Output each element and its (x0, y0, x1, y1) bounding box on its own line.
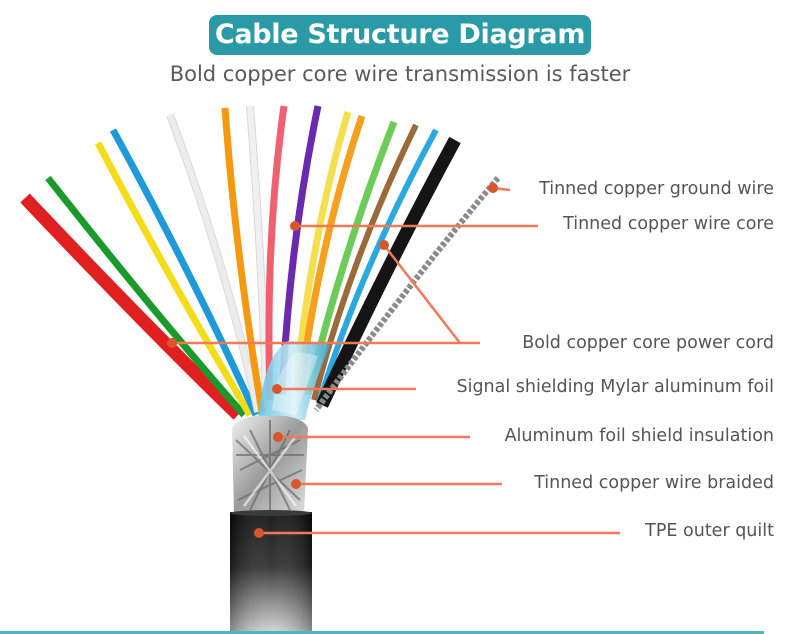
mylar-foil-shield (258, 340, 330, 420)
wire-white-2-highlight (247, 105, 269, 401)
wire-green (45, 175, 247, 418)
leader-dot-braided (291, 479, 301, 489)
braided-shield (232, 415, 308, 515)
leader-dot-power-cord-a (167, 338, 177, 348)
wire-orange (221, 107, 266, 413)
label-wire-core: Tinned copper wire core (563, 214, 774, 234)
leader-dot-mylar-foil (272, 384, 282, 394)
leader-dot-power-cord-b (379, 240, 389, 250)
wire-light-blue (317, 128, 439, 401)
leader-dot-outer-quilt (254, 528, 264, 538)
label-mylar-foil: Signal shielding Mylar aluminum foil (456, 377, 774, 397)
label-ground-wire: Tinned copper ground wire (539, 179, 774, 199)
wire-white-highlight (167, 113, 261, 413)
wire-yellow (94, 141, 254, 417)
wire-black (316, 136, 461, 408)
leader-dot-ground-wire (488, 183, 498, 193)
label-power-cord: Bold copper core power cord (522, 333, 774, 353)
label-outer-quilt: TPE outer quilt (645, 521, 774, 541)
leader-lines (167, 183, 620, 538)
leader-dot-foil-insulation (273, 432, 283, 442)
wire-blue (109, 128, 260, 417)
bottom-accent-bar (0, 631, 764, 634)
tpe-outer-jacket (230, 510, 312, 634)
wire-red (20, 193, 243, 420)
wire-pink (265, 105, 288, 401)
label-braided: Tinned copper wire braided (534, 473, 774, 493)
leader-dot-wire-core (290, 221, 300, 231)
wire-brown (311, 123, 419, 401)
label-foil-insulation: Aluminum foil shield insulation (504, 426, 774, 446)
leader-line-power-cord-b (383, 244, 461, 344)
diagram-subtitle: Bold copper core wire transmission is fa… (169, 62, 631, 86)
wires-group (20, 105, 501, 420)
diagram-title: Cable Structure Diagram (209, 15, 591, 55)
